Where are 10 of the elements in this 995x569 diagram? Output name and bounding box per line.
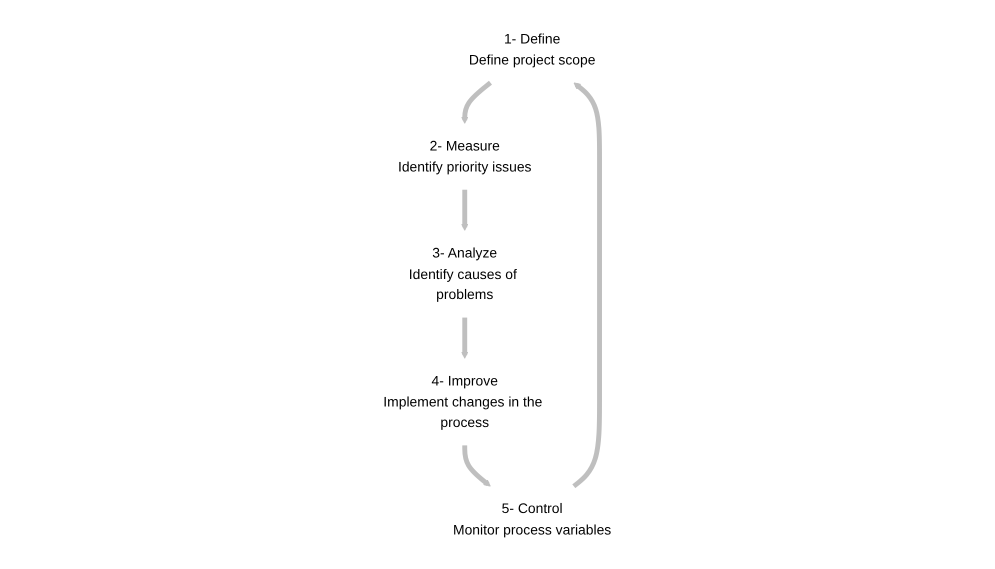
arrow [461,80,492,124]
node-text: 1- Define Define project scope [469,31,596,68]
node-text: 3- Analyze Identify causes of problems [409,245,518,302]
node-text: 5- Control Monitor process variables [453,500,612,538]
node-text: 2- Measure Identify priority issues [398,138,532,175]
arrow [461,190,469,231]
arrow [462,445,492,487]
arrow [572,82,602,488]
arrow [461,318,469,359]
node-text: 4- Improve Implement changes in the process [384,373,543,430]
